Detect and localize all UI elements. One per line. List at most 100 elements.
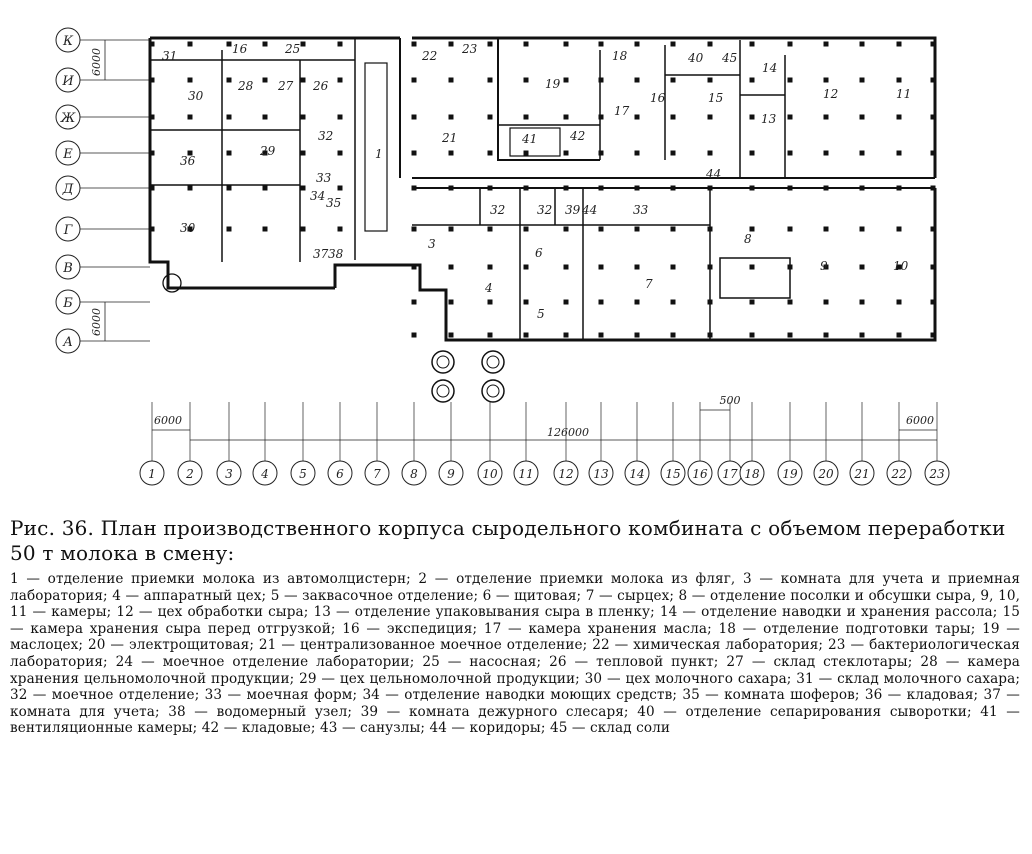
room-number-label: 45 <box>721 51 737 65</box>
tank-circle <box>431 350 455 374</box>
structural-column <box>563 77 569 83</box>
structural-column <box>823 150 829 156</box>
room-number-label: 21 <box>441 131 457 145</box>
structural-column <box>749 41 755 47</box>
structural-column <box>930 226 936 232</box>
column-axis-label: 20 <box>817 467 834 481</box>
room-number-label: 44 <box>705 167 721 181</box>
structural-column <box>226 226 232 232</box>
column-axis-bubble <box>139 460 165 486</box>
structural-column <box>598 299 604 305</box>
structural-column <box>930 299 936 305</box>
structural-column <box>563 150 569 156</box>
structural-column <box>226 185 232 191</box>
room-number-label: 26 <box>312 79 329 93</box>
structural-column <box>563 264 569 270</box>
dimension-label-bottom-right: 6000 <box>906 414 934 427</box>
structural-column <box>411 299 417 305</box>
structural-column <box>707 185 713 191</box>
structural-column <box>598 226 604 232</box>
structural-column <box>448 41 454 47</box>
structural-column <box>823 114 829 120</box>
structural-column <box>896 332 902 338</box>
structural-column <box>859 226 865 232</box>
structural-column <box>859 150 865 156</box>
room-number-label: 33 <box>316 171 332 185</box>
structural-column <box>896 185 902 191</box>
column-axis-label: 4 <box>260 467 269 481</box>
structural-column <box>707 226 713 232</box>
room-number-label: 13 <box>761 112 777 126</box>
structural-column <box>563 41 569 47</box>
room-number-label: 16 <box>650 91 666 105</box>
column-axis-bubble <box>513 460 539 486</box>
room-number-label: 5 <box>537 307 545 321</box>
column-axis-label: 19 <box>782 467 798 481</box>
structural-column <box>749 299 755 305</box>
structural-column <box>187 114 193 120</box>
dimension-label-total: 126000 <box>547 426 589 439</box>
column-axis-bubble <box>739 460 765 486</box>
structural-column <box>896 41 902 47</box>
structural-column <box>487 77 493 83</box>
structural-column <box>523 185 529 191</box>
room-number-label: 3 <box>428 237 436 251</box>
structural-column <box>859 264 865 270</box>
structural-column <box>563 299 569 305</box>
tank-circle <box>431 379 455 403</box>
row-axis-label: А <box>62 335 73 350</box>
room-number-label: 15 <box>708 91 723 105</box>
room-number-label: 4 <box>484 281 493 295</box>
room-number-label: 28 <box>237 79 254 93</box>
room-number-label: 36 <box>180 154 196 168</box>
structural-column <box>707 41 713 47</box>
room-number-label: 10 <box>893 259 909 273</box>
structural-column <box>523 150 529 156</box>
structural-column <box>749 264 755 270</box>
structural-column <box>787 332 793 338</box>
column-axis-label: 3 <box>225 467 233 481</box>
row-axis-label: Б <box>62 296 73 311</box>
room-number-label: 32 <box>537 203 552 217</box>
structural-column <box>787 114 793 120</box>
structural-column <box>634 114 640 120</box>
column-axis-label: 11 <box>518 467 533 481</box>
structural-column <box>300 41 306 47</box>
structural-column <box>930 332 936 338</box>
structural-column <box>411 150 417 156</box>
structural-column <box>300 114 306 120</box>
room-number-label: 7 <box>645 277 653 291</box>
dimension-label-left: 6000 <box>90 48 103 76</box>
column-axis-bubble <box>177 460 203 486</box>
structural-column <box>411 41 417 47</box>
structural-column <box>859 114 865 120</box>
structural-column <box>337 41 343 47</box>
structural-column <box>300 185 306 191</box>
row-axis-label: Д <box>62 182 74 197</box>
tank-circle <box>481 379 505 403</box>
structural-column <box>262 77 268 83</box>
columns-grid <box>149 41 936 338</box>
column-axis-label: 12 <box>558 467 573 481</box>
structural-column <box>823 226 829 232</box>
structural-column <box>337 150 343 156</box>
structural-column <box>337 114 343 120</box>
structural-column <box>787 185 793 191</box>
partition-wall <box>497 38 600 161</box>
structural-column <box>670 41 676 47</box>
dimension-label-offset: 500 <box>720 394 741 407</box>
structural-column <box>859 77 865 83</box>
structural-column <box>149 226 155 232</box>
tank-circle <box>436 384 450 398</box>
structural-column <box>262 226 268 232</box>
structural-column <box>226 77 232 83</box>
structural-column <box>187 226 193 232</box>
room-number-label: 18 <box>612 49 628 63</box>
tank-circle <box>436 355 450 369</box>
room-number-label: 44 <box>581 203 597 217</box>
structural-column <box>300 77 306 83</box>
structural-column <box>448 150 454 156</box>
dimension-label-left-bottom: 6000 <box>90 308 103 336</box>
